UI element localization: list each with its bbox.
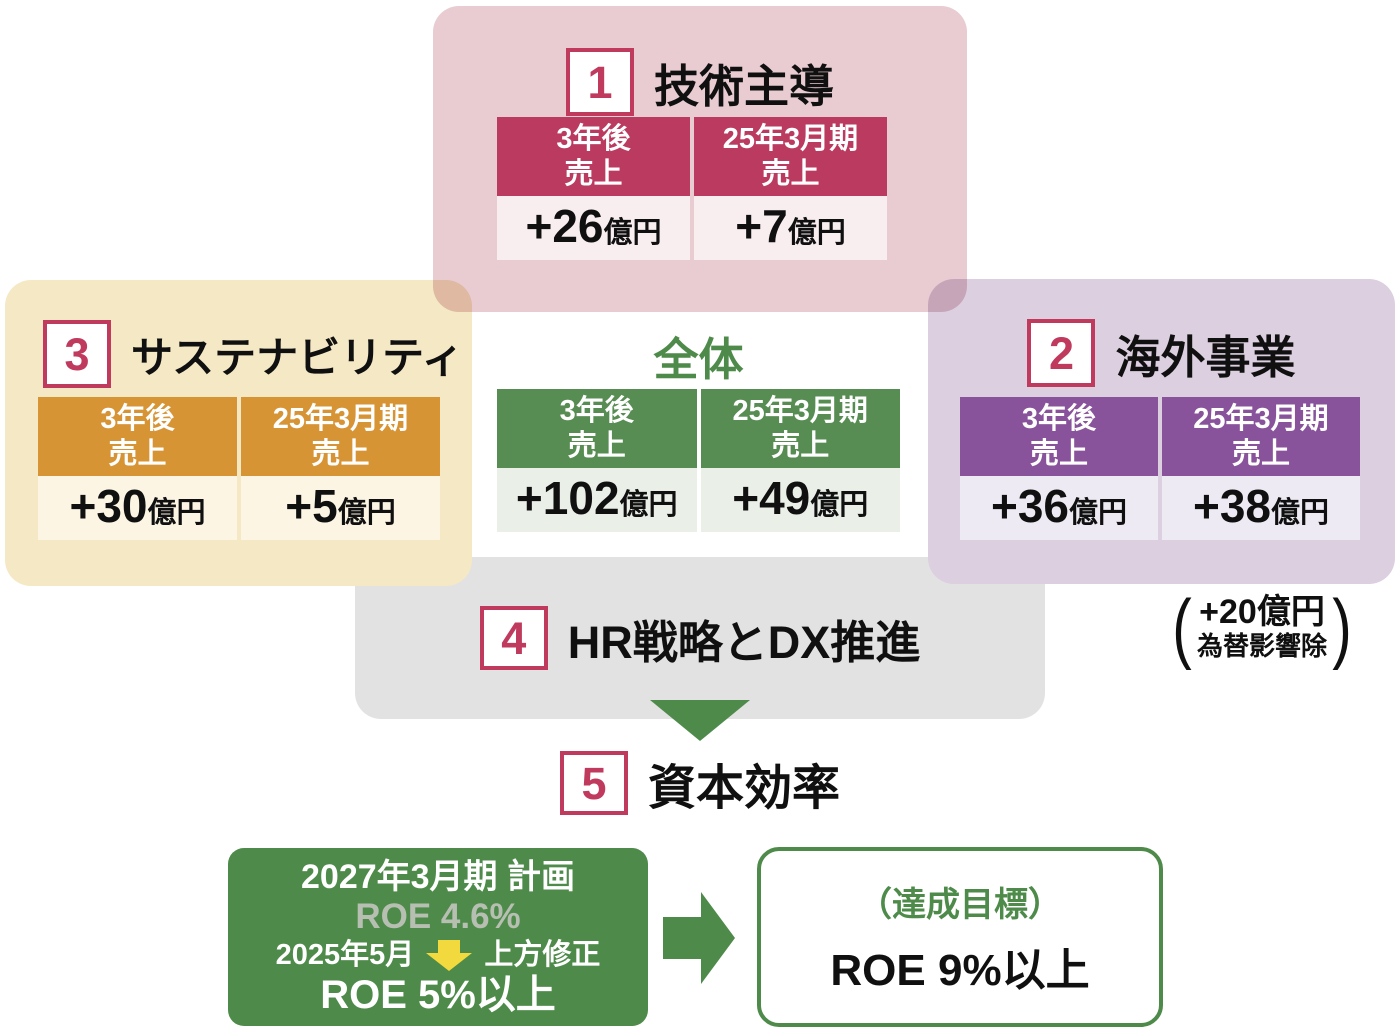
pillar-hr-number-badge: 4 — [479, 606, 548, 670]
tech-header-fy25: 25年3月期 売上 — [694, 117, 887, 196]
pillar-sustainability-number-badge: 3 — [43, 320, 111, 388]
right-arrow-icon — [663, 892, 735, 984]
overseas-sales-table: 3年後 売上 25年3月期 売上 +36億円 +38億円 — [960, 397, 1360, 540]
down-arrow-icon — [426, 939, 473, 971]
roe-plan-box: 2027年3月期 計画 ROE 4.6% 2025年5月 上方修正 ROE 5%… — [228, 848, 648, 1026]
pillar-capital-row: 5 資本効率 — [400, 748, 1000, 818]
overall-value-3yr: +102億円 — [497, 468, 697, 532]
pillar-tech-title: 技術主導 — [653, 60, 834, 112]
pillar-sustainability-title-row: 3 サステナビリティ — [5, 320, 472, 388]
pillar-overseas-title-row: 2 海外事業 — [928, 319, 1395, 387]
overall-sales-table: 3年後 売上 25年3月期 売上 +102億円 +49億円 — [497, 389, 900, 532]
plan-new-roe: ROE 5%以上 — [320, 973, 556, 1017]
roe-goal-box: （達成目標） ROE 9%以上 — [757, 847, 1163, 1027]
pillar-hr-title-row: 4 HR戦略とDX推進 — [355, 557, 1045, 719]
down-triangle-icon — [650, 700, 750, 741]
forex-note-open-paren: ( — [1172, 583, 1192, 671]
forex-note-amount: +20億円 — [1199, 593, 1325, 631]
plan-revision-row: 2025年5月 上方修正 — [276, 937, 601, 973]
overall-value-fy25: +49億円 — [700, 468, 900, 532]
pillar-tech-number-badge: 1 — [565, 48, 634, 116]
pillar-capital-number-badge: 5 — [559, 751, 628, 815]
overall-header-3yr: 3年後 売上 — [497, 389, 697, 468]
pillar-tech-box: 1 技術主導 3年後 売上 25年3月期 売上 +26億円 +7億円 — [433, 6, 967, 312]
goal-label: （達成目標） — [858, 885, 1062, 924]
pillar-capital-title: 資本効率 — [647, 762, 840, 815]
tech-header-3yr: 3年後 売上 — [497, 117, 690, 196]
sustainability-header-3yr: 3年後 売上 — [38, 397, 237, 476]
sustainability-header-fy25: 25年3月期 売上 — [241, 397, 440, 476]
plan-revision-label: 上方修正 — [484, 939, 601, 971]
pillar-tech-title-row: 1 技術主導 — [433, 48, 967, 116]
pillar-sustainability-title: サステナビリティ — [131, 333, 464, 381]
goal-value: ROE 9%以上 — [830, 945, 1090, 995]
overseas-value-fy25: +38億円 — [1162, 476, 1360, 540]
sustainability-sales-table: 3年後 売上 25年3月期 売上 +30億円 +5億円 — [38, 397, 440, 540]
tech-value-3yr: +26億円 — [497, 196, 690, 260]
overseas-value-3yr: +36億円 — [960, 476, 1158, 540]
overseas-header-fy25: 25年3月期 売上 — [1162, 397, 1360, 476]
tech-sales-table: 3年後 売上 25年3月期 売上 +26億円 +7億円 — [497, 117, 887, 260]
overall-header-fy25: 25年3月期 売上 — [700, 389, 900, 468]
sustainability-value-3yr: +30億円 — [38, 476, 237, 540]
pillar-sustainability-box: 3 サステナビリティ 3年後 売上 25年3月期 売上 +30億円 +5億円 — [5, 280, 472, 586]
overall-title: 全体 — [653, 334, 744, 385]
pillar-hr-box: 4 HR戦略とDX推進 — [355, 557, 1045, 719]
sustainability-value-fy25: +5億円 — [241, 476, 440, 540]
pillar-overseas-box: 2 海外事業 3年後 売上 25年3月期 売上 +36億円 +38億円 — [928, 279, 1395, 584]
pillar-hr-title: HR戦略とDX推進 — [567, 616, 921, 668]
forex-note-caption: 為替影響除 — [1196, 631, 1327, 661]
forex-note-close-paren: ) — [1332, 583, 1352, 671]
plan-period-label: 2027年3月期 計画 — [301, 858, 575, 896]
pillar-overseas-number-badge: 2 — [1027, 319, 1096, 387]
tech-value-fy25: +7億円 — [694, 196, 887, 260]
overseas-header-3yr: 3年後 売上 — [960, 397, 1158, 476]
plan-revision-date: 2025年5月 — [275, 939, 415, 971]
pillar-overseas-title: 海外事業 — [1115, 331, 1296, 383]
forex-note: ( +20億円 為替影響除 ) — [1162, 588, 1362, 666]
plan-old-roe: ROE 4.6% — [355, 897, 521, 936]
